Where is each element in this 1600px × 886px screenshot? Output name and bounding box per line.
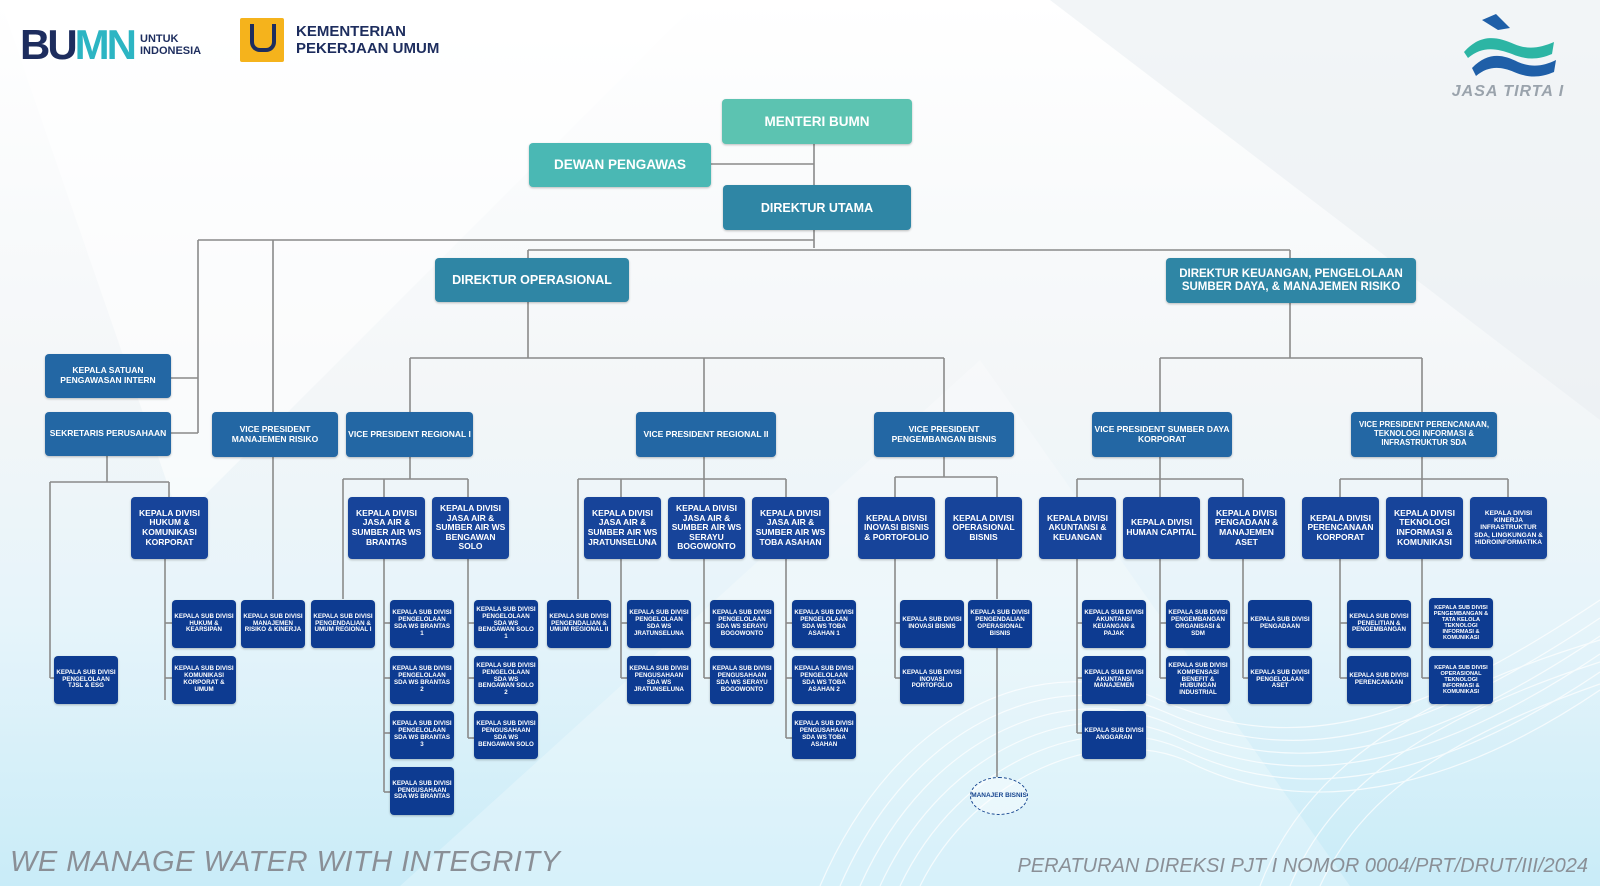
org-box-vp-pengembangan-bisnis: VICE PRESIDENT PENGEMBANGAN BISNIS [874,412,1014,457]
org-box-divisi-inovasi-bisnis: KEPALA DIVISI INOVASI BISNIS & PORTOFOLI… [858,497,935,559]
kementerian-pu-logo: KEMENTERIAN PEKERJAAN UMUM [240,18,439,62]
org-box-divisi-pengadaan: KEPALA DIVISI PENGADAAN & MANAJEMEN ASET [1208,497,1285,559]
org-box-sub-toba-asahan-1: KEPALA SUB DIVISI PENGELOLAAN SDA WS TOB… [792,600,856,648]
bumn-logo-mark: BUMN [20,21,137,68]
org-box-vp-perencanaan-ti: VICE PRESIDENT PERENCANAAN, TEKNOLOGI IN… [1351,412,1497,457]
org-ellipse-manajer-bisnis: MANAJER BISNIS [970,777,1028,815]
org-box-divisi-hukum: KEPALA DIVISI HUKUM & KOMUNIKASI KORPORA… [131,497,208,559]
org-box-sub-hukum-kearsipan: KEPALA SUB DIVISI HUKUM & KEARSIPAN [172,600,236,648]
org-box-sub-brantas-3: KEPALA SUB DIVISI PENGELOLAAN SDA WS BRA… [390,711,454,759]
bumn-tagline-2: INDONESIA [140,45,202,57]
org-box-sub-jratunseluna-pengusahaan: KEPALA SUB DIVISI PENGUSAHAAN SDA WS JRA… [627,656,691,704]
org-box-direktur-keuangan: DIREKTUR KEUANGAN, PENGELOLAAN SUMBER DA… [1166,258,1416,303]
org-box-sub-akuntansi-keuangan-pajak: KEPALA SUB DIVISI AKUNTANSI KEUANGAN & P… [1082,600,1146,648]
org-box-sub-bengawan-solo-1: KEPALA SUB DIVISI PENGELOLAAN SDA WS BEN… [474,600,538,648]
org-box-sub-akuntansi-manajemen: KEPALA SUB DIVISI AKUNTANSI MANAJEMEN [1082,656,1146,704]
org-box-sub-perencanaan: KEPALA SUB DIVISI PERENCANAAN [1347,656,1411,704]
org-box-divisi-perencanaan: KEPALA DIVISI PERENCANAAN KORPORAT [1302,497,1379,559]
org-box-sub-manajemen-risiko: KEPALA SUB DIVISI MANAJEMEN RISIKO & KIN… [241,600,305,648]
org-box-divisi-akuntansi: KEPALA DIVISI AKUNTANSI & KEUANGAN [1039,497,1116,559]
org-box-sub-kompensasi-benefit: KEPALA SUB DIVISI KOMPENSASI BENEFIT & H… [1166,656,1230,704]
org-box-sub-pengadaan: KEPALA SUB DIVISI PENGADAAN [1248,600,1312,648]
org-box-menteri-bumn: MENTERI BUMN [722,99,912,144]
pu-emblem-icon [240,18,284,62]
org-box-sub-pengendalian-regional-1: KEPALA SUB DIVISI PENGENDALIAN & UMUM RE… [311,600,375,648]
org-box-sub-inovasi-bisnis: KEPALA SUB DIVISI INOVASI BISNIS [900,600,964,648]
jasa-tirta-logo-text: JASA TIRTA I [1451,83,1565,100]
bumn-logo: BUMN UNTUK INDONESIA [20,24,201,66]
org-box-sub-inovasi-portofolio: KEPALA SUB DIVISI INOVASI PORTOFOLIO [900,656,964,704]
pu-line-2: PEKERJAAN UMUM [296,40,440,57]
org-box-sub-brantas-2: KEPALA SUB DIVISI PENGELOLAAN SDA WS BRA… [390,656,454,704]
org-box-sub-pengendalian-operasional-bisnis: KEPALA SUB DIVISI PENGENDALIAN OPERASION… [968,600,1032,648]
org-box-sub-pengusahaan-bengawan-solo: KEPALA SUB DIVISI PENGUSAHAAN SDA WS BEN… [474,711,538,759]
org-box-sub-bengawan-solo-2: KEPALA SUB DIVISI PENGELOLAAN SDA WS BEN… [474,656,538,704]
org-box-sub-toba-asahan-2: KEPALA SUB DIVISI PENGELOLAAN SDA WS TOB… [792,656,856,704]
org-box-sub-anggaran: KEPALA SUB DIVISI ANGGARAN [1082,711,1146,759]
jasa-tirta-logo: JASA TIRTA I [1438,14,1578,101]
org-box-sub-penelitian-pengembangan: KEPALA SUB DIVISI PENELITIAN & PENGEMBAN… [1347,600,1411,648]
org-box-sub-komunikasi-korporat: KEPALA SUB DIVISI KOMUNIKASI KORPORAT & … [172,656,236,704]
org-box-sub-pengusahaan-toba-asahan: KEPALA SUB DIVISI PENGUSAHAAN SDA WS TOB… [792,711,856,759]
footer-motto: WE MANAGE WATER WITH INTEGRITY [10,846,561,878]
org-box-dewan-pengawas: DEWAN PENGAWAS [529,143,711,187]
org-box-direktur-operasional: DIREKTUR OPERASIONAL [435,258,629,302]
org-box-sub-pengendalian-regional-2: KEPALA SUB DIVISI PENGENDALIAN & UMUM RE… [547,600,611,648]
org-box-divisi-teknologi-informasi: KEPALA DIVISI TEKNOLOGI INFORMASI & KOMU… [1386,497,1463,559]
org-box-divisi-human-capital: KEPALA DIVISI HUMAN CAPITAL [1123,497,1200,559]
org-box-divisi-jratunseluna: KEPALA DIVISI JASA AIR & SUMBER AIR WS J… [584,497,661,559]
org-box-direktur-utama: DIREKTUR UTAMA [723,185,911,230]
org-box-divisi-toba-asahan: KEPALA DIVISI JASA AIR & SUMBER AIR WS T… [752,497,829,559]
org-box-vp-sumber-daya-korporat: VICE PRESIDENT SUMBER DAYA KORPORAT [1092,412,1232,457]
org-box-sub-operasional-ti: KEPALA SUB DIVISI OPERASIONAL TEKNOLOGI … [1429,656,1493,704]
jasa-tirta-wave-icon [1464,14,1556,77]
org-box-sub-pengembangan-organisasi: KEPALA SUB DIVISI PENGEMBANGAN ORGANISAS… [1166,600,1230,648]
org-box-divisi-kinerja-infrastruktur: KEPALA DIVISI KINERJA INFRASTRUKTUR SDA,… [1470,497,1547,559]
org-box-kepala-spi: KEPALA SATUAN PENGAWASAN INTERN [45,354,171,398]
org-box-sub-tjsl-esg: KEPALA SUB DIVISI PENGELOLAAN TJSL & ESG [54,656,118,704]
org-box-divisi-brantas: KEPALA DIVISI JASA AIR & SUMBER AIR WS B… [348,497,425,559]
footer-regulation: PERATURAN DIREKSI PJT I NOMOR 0004/PRT/D… [1017,855,1588,877]
org-box-sub-serayu-pengelolaan: KEPALA SUB DIVISI PENGELOLAAN SDA WS SER… [710,600,774,648]
org-box-vp-regional-2: VICE PRESIDENT REGIONAL II [636,412,776,457]
org-box-sub-pengusahaan-brantas: KEPALA SUB DIVISI PENGUSAHAAN SDA WS BRA… [390,767,454,815]
org-box-divisi-bengawan-solo: KEPALA DIVISI JASA AIR & SUMBER AIR WS B… [432,497,509,559]
org-box-sub-brantas-1: KEPALA SUB DIVISI PENGELOLAAN SDA WS BRA… [390,600,454,648]
pu-line-1: KEMENTERIAN [296,22,407,40]
org-box-vp-manajemen-risiko: VICE PRESIDENT MANAJEMEN RISIKO [212,412,338,457]
org-box-divisi-serayu-bogowonto: KEPALA DIVISI JASA AIR & SUMBER AIR WS S… [668,497,745,559]
org-box-sub-serayu-pengusahaan: KEPALA SUB DIVISI PENGUSAHAAN SDA WS SER… [710,656,774,704]
org-box-sub-tata-kelola-ti: KEPALA SUB DIVISI PENGEMBANGAN & TATA KE… [1429,598,1493,648]
org-box-divisi-operasional-bisnis: KEPALA DIVISI OPERASIONAL BISNIS [945,497,1022,559]
org-box-sub-pengelolaan-aset: KEPALA SUB DIVISI PENGELOLAAN ASET [1248,656,1312,704]
org-box-sekretaris-perusahaan: SEKRETARIS PERUSAHAAN [45,412,171,456]
org-box-vp-regional-1: VICE PRESIDENT REGIONAL I [346,412,473,457]
bumn-tagline-1: UNTUK [140,32,179,45]
org-box-sub-jratunseluna-pengelolaan: KEPALA SUB DIVISI PENGELOLAAN SDA WS JRA… [627,600,691,648]
